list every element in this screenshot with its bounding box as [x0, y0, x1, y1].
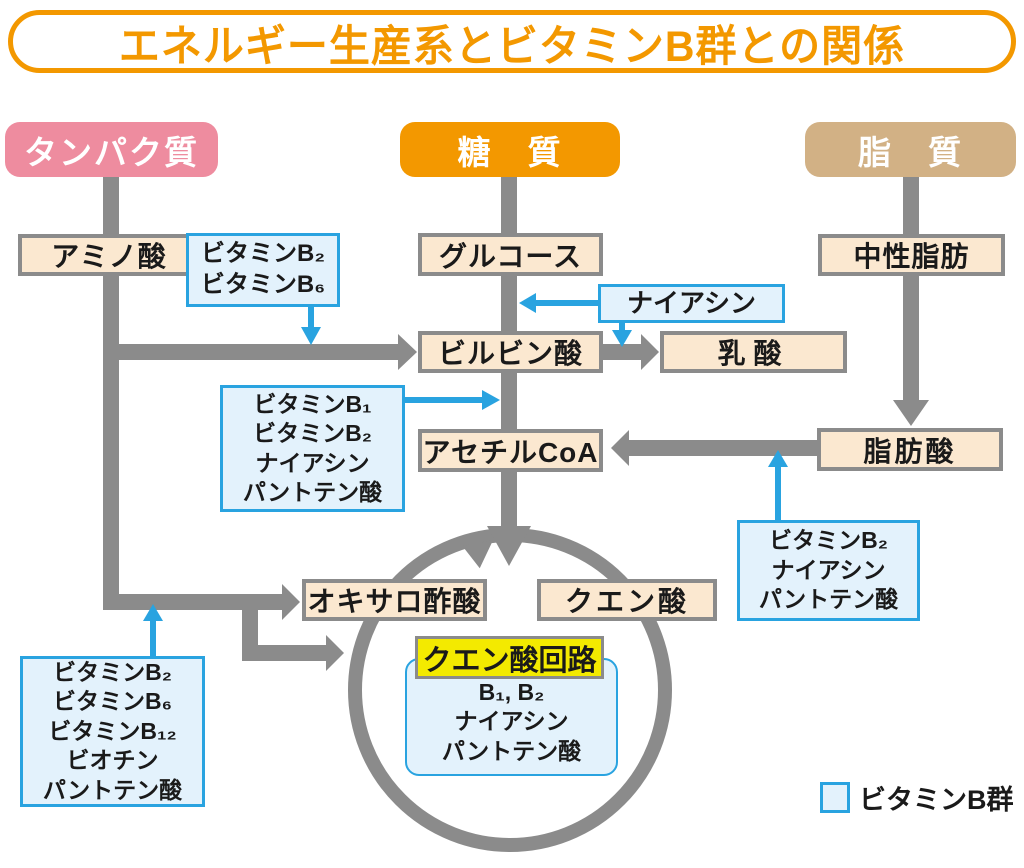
blue-arrowhead-right-icon: [482, 390, 500, 410]
citric-acid-cycle-label: クエン酸回路: [415, 636, 604, 679]
vitamin-line: B₁, B₂: [478, 678, 545, 705]
vitamin-box-top-left: ビタミンB₂ ビタミンB₆: [186, 233, 340, 307]
header-lipid: 脂 質: [805, 122, 1016, 177]
vitamin-line: ナイアシン: [255, 449, 370, 476]
page-title: エネルギー生産系とビタミンB群との関係: [8, 10, 1016, 73]
arrowhead-into-cycle-icon: [326, 635, 344, 671]
blue-arrowhead-left-icon: [519, 293, 536, 313]
vitamin-line: ビオチン: [66, 747, 159, 774]
node-oxaloacetic-acid: オキサロ酢酸: [302, 579, 487, 621]
arrowhead-into-oxaloacetate-icon: [282, 584, 300, 620]
arrowhead-into-cycle-top-icon: [487, 526, 531, 566]
arrowhead-into-lactate-icon: [641, 334, 659, 370]
header-protein: タンパク質: [5, 122, 218, 177]
vitamin-line: ビタミンB₂: [769, 527, 888, 554]
blue-arrowhead-down-icon: [612, 330, 632, 347]
vitamin-box-bottom-left: ビタミンB₂ ビタミンB₆ ビタミンB₁₂ ビオチン パントテン酸: [20, 656, 205, 807]
vitamin-line: ビタミンB₂: [201, 240, 325, 268]
vitamin-box-right: ビタミンB₂ ナイアシン パントテン酸: [737, 520, 920, 621]
vitamin-box-mid-left: ビタミンB₁ ビタミンB₂ ナイアシン パントテン酸: [220, 385, 405, 512]
vitamin-line: パントテン酸: [441, 737, 582, 764]
vitamin-line: ビタミンB₆: [200, 271, 326, 298]
flow-to-cycle: [242, 602, 326, 661]
vitamin-arrowheads: [143, 293, 788, 621]
vitamin-arrow-lines: [150, 300, 781, 656]
gray-arrowheads: [282, 334, 929, 671]
blue-arrowhead-up-icon: [768, 450, 788, 467]
vitamin-line: ビタミンB₂: [53, 658, 172, 685]
vitamin-line: パントテン酸: [42, 776, 183, 803]
node-citric-acid: クエン酸: [537, 579, 717, 621]
vitamin-line: ナイアシン: [771, 556, 886, 583]
vitamin-line: ビタミンB₁: [253, 390, 372, 417]
arrowhead-into-pyruvate-icon: [398, 334, 417, 370]
arrowhead-into-acetyl-icon: [611, 430, 629, 466]
legend: ビタミンB群: [820, 778, 1014, 817]
node-acetyl-coa: アセチルCoA: [418, 429, 603, 472]
legend-vitamin-b-swatch-icon: [820, 782, 850, 813]
vitamin-line: パントテン酸: [758, 586, 899, 613]
node-neutral-fat: 中性脂肪: [818, 234, 1005, 276]
vitamin-line: パントテン酸: [242, 478, 383, 505]
node-fatty-acid: 脂肪酸: [817, 428, 1003, 471]
blue-arrowhead-down-icon: [301, 327, 321, 345]
vitamin-line: ビタミンB₂: [253, 420, 372, 447]
vitamin-line: ナイアシン: [454, 708, 569, 735]
vitamin-box-niacin: ナイアシン: [598, 284, 785, 323]
node-lactic-acid: 乳酸: [660, 331, 847, 373]
arrowhead-into-fatty-acid-icon: [893, 400, 929, 426]
blue-arrowhead-up-icon: [143, 604, 163, 621]
node-amino-acid: アミノ酸: [18, 234, 200, 276]
node-glucose: グルコース: [418, 233, 603, 276]
node-pyruvic-acid: ビルビン酸: [418, 331, 603, 373]
page-title-text: エネルギー生産系とビタミンB群との関係: [118, 21, 906, 70]
header-carbohydrate: 糖 質: [400, 122, 620, 177]
cycle-ring-arrowhead-icon: [462, 539, 494, 569]
vitamin-line: ナイアシン: [627, 287, 756, 318]
vitamin-line: ビタミンB₁₂: [48, 717, 177, 744]
vitamin-line: ビタミンB₆: [52, 688, 173, 715]
legend-label: ビタミンB群: [859, 785, 1014, 815]
